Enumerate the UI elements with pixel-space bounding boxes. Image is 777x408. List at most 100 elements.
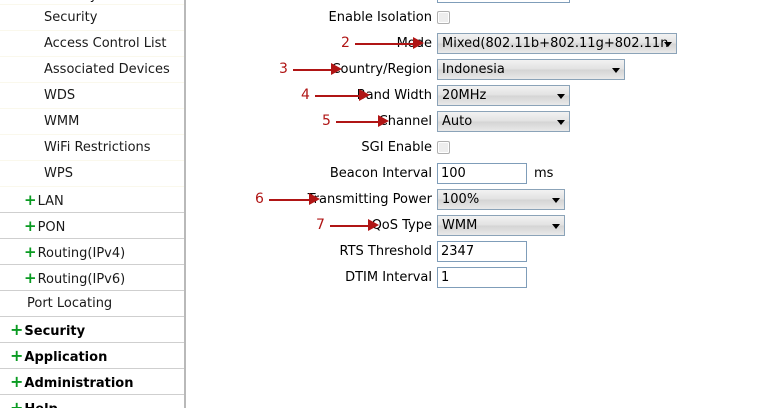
sidebar-item-security-sub[interactable]: Security [0,5,184,31]
sidebar-item-clipped[interactable]: Security [0,0,184,5]
sidebar-item-help[interactable]: +Help [0,395,184,408]
rts-threshold-input-wrap: 2347 [437,239,527,262]
form-row-channel: Channel Auto [186,109,777,135]
annotation-arrow-7: 7 [316,214,411,236]
expand-plus-icon[interactable]: + [24,243,37,261]
rts-threshold-label: RTS Threshold [339,244,432,259]
chevron-down-icon [664,41,672,47]
annotation-number-3: 3 [279,61,288,77]
band-width-label: Band Width [356,88,432,103]
sidebar-item-security[interactable]: +Security [0,317,184,343]
beacon-interval-label: Beacon Interval [329,166,432,181]
sidebar-item-wps[interactable]: WPS [0,161,184,187]
rts-threshold-input[interactable]: 2347 [437,241,527,262]
beacon-interval-input-wrap: 100 [437,161,527,184]
annotation-arrow-4: 4 [301,84,396,106]
sidebar-item-label: Security [44,10,98,25]
country-region-select[interactable]: Indonesia [437,59,625,80]
form-row-sgi-enable: SGI Enable [186,135,777,161]
annotation-number-6: 6 [255,191,264,207]
sidebar-item-label: PON [37,220,66,235]
transmitting-power-label: Transmitting Power [307,192,432,207]
expand-plus-icon[interactable]: + [10,398,24,408]
expand-plus-icon[interactable]: + [24,191,37,209]
sidebar-item-lan[interactable]: +LAN [0,187,184,213]
band-width-select-wrap: 20MHz [437,83,570,106]
wireless-settings-form: Enable Isolation Mode Mixed(802.11b+802.… [186,0,777,408]
arrow-head-icon [378,115,389,127]
form-row-dtim-interval: DTIM Interval 1 [186,265,777,291]
channel-select[interactable]: Auto [437,111,570,132]
sidebar-item-wmm[interactable]: WMM [0,109,184,135]
beacon-interval-unit: ms [534,166,554,181]
sgi-enable-label: SGI Enable [361,140,432,155]
chevron-down-icon [552,197,560,203]
country-region-select-wrap: Indonesia [437,57,625,80]
band-width-select[interactable]: 20MHz [437,85,570,106]
sidebar-item-label: WiFi Restrictions [44,140,151,155]
annotation-number-7: 7 [316,217,325,233]
sidebar-item-label: Administration [24,376,134,391]
transmitting-power-select[interactable]: 100% [437,189,565,210]
sidebar-item-label: Routing(IPv6) [37,272,126,287]
mode-select[interactable]: Mixed(802.11b+802.11g+802.11n [437,33,677,54]
sidebar-item-associated-devices[interactable]: Associated Devices [0,57,184,83]
expand-plus-icon[interactable]: + [10,346,24,365]
arrow-head-icon [309,193,320,205]
annotation-arrow-6: 6 [255,188,350,210]
sidebar-item-label: Routing(IPv4) [37,246,126,261]
mode-select-wrap: Mixed(802.11b+802.11g+802.11n [437,31,677,54]
sidebar-item-pon[interactable]: +PON [0,213,184,239]
form-row-band-width: Band Width 20MHz [186,83,777,109]
sidebar-item-access-control-list[interactable]: Access Control List [0,31,184,57]
qos-type-select[interactable]: WMM [437,215,565,236]
clipped-field-above[interactable] [437,0,570,3]
qos-type-select-wrap: WMM [437,213,565,236]
dtim-interval-input[interactable]: 1 [437,267,527,288]
arrow-shaft [293,69,333,71]
annotation-arrow-2: 2 [341,32,436,54]
arrow-shaft [330,225,370,227]
sidebar-item-label: Access Control List [44,36,167,51]
arrow-head-icon [368,219,379,231]
enable-isolation-checkbox-wrap [437,5,450,24]
sidebar-item-label: Associated Devices [44,62,170,77]
mode-select-value: Mixed(802.11b+802.11g+802.11n [442,36,669,51]
sidebar-item-label: Security [24,324,86,339]
country-region-select-value: Indonesia [442,62,505,77]
arrow-shaft [336,121,380,123]
form-row-transmitting-power: Transmitting Power 100% [186,187,777,213]
qos-type-label: QoS Type [371,218,432,233]
sidebar-item-port-locating[interactable]: Port Locating [0,291,184,317]
sidebar-item-routing-ipv6[interactable]: +Routing(IPv6) [0,265,184,291]
channel-select-wrap: Auto [437,109,570,132]
sidebar-item-label: Application [24,350,108,365]
expand-plus-icon[interactable]: + [24,217,37,235]
sidebar-item-wds[interactable]: WDS [0,83,184,109]
beacon-interval-input[interactable]: 100 [437,163,527,184]
dtim-interval-label: DTIM Interval [345,270,432,285]
arrow-shaft [315,95,361,97]
sidebar-item-label: Security [44,0,97,4]
sidebar-item-label: WMM [44,114,80,129]
arrow-head-icon [413,37,424,49]
annotation-arrow-3: 3 [279,58,374,80]
channel-label: Channel [378,114,432,129]
sidebar-item-routing-ipv4[interactable]: +Routing(IPv4) [0,239,184,265]
form-row-qos-type: QoS Type WMM [186,213,777,239]
dtim-interval-input-wrap: 1 [437,265,527,288]
expand-plus-icon[interactable]: + [10,372,24,391]
expand-plus-icon[interactable]: + [24,269,37,287]
enable-isolation-label: Enable Isolation [328,10,432,25]
enable-isolation-checkbox[interactable] [437,11,450,24]
sidebar-item-application[interactable]: +Application [0,343,184,369]
chevron-down-icon [557,93,565,99]
sidebar-item-label: WDS [44,88,76,103]
chevron-down-icon [557,119,565,125]
sgi-enable-checkbox[interactable] [437,141,450,154]
sidebar-item-administration[interactable]: +Administration [0,369,184,395]
sidebar-item-wifi-restrictions[interactable]: WiFi Restrictions [0,135,184,161]
transmitting-power-select-wrap: 100% [437,187,565,210]
form-row-rts-threshold: RTS Threshold 2347 [186,239,777,265]
expand-plus-icon[interactable]: + [10,320,24,339]
